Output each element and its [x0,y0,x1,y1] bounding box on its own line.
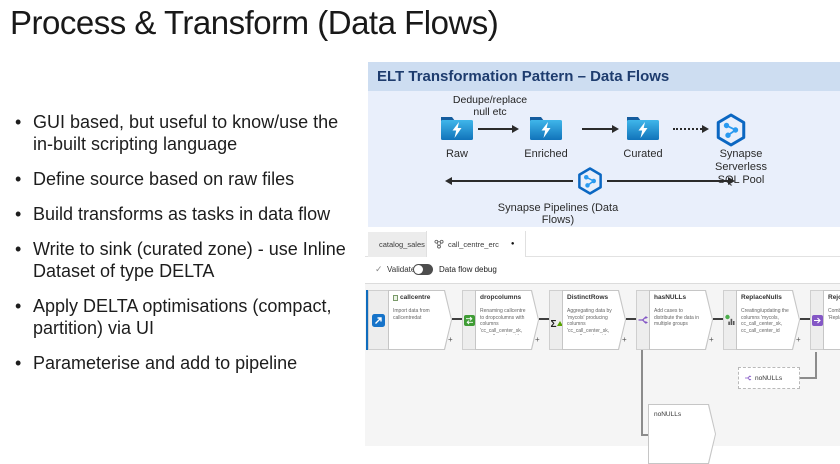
node-description: Import data from callcentredat [393,308,430,321]
node-accent-bar [366,290,368,350]
branch-connector [641,434,650,436]
node-title: dropcolumns [480,294,522,301]
tab-label: catalog_sales [379,240,425,249]
arrow-enriched-to-curated [582,128,612,130]
pipelines-arrow-left [451,180,573,182]
bullet-item: Build transforms as tasks in data flow [12,204,360,226]
check-icon: ✓ [375,264,383,274]
node-connector [800,318,810,320]
tab-call-centre-erc[interactable]: call_centre_erc ● [426,231,526,257]
node-description: Creating/updating the columns 'mycols, c… [741,308,789,334]
elt-diagram-panel: ELT Transformation Pattern – Data Flows … [368,62,840,227]
folder-lightning-icon [530,117,562,140]
node-title: noNULLs [654,411,682,418]
dedupe-note: Dedupe/replace null etc [452,94,528,119]
add-transform-button[interactable]: + [622,335,627,344]
dataflow-node-nonulls-branch[interactable]: noNULLs [648,404,716,464]
reference-node-nonulls[interactable]: noNULLs [738,367,800,389]
tab-label: call_centre_erc [448,239,499,249]
pipelines-arrow-right [607,180,729,182]
folder-lightning-icon [441,117,473,140]
node-title: hasNULLs [654,294,687,301]
node-description: Renaming callcentre to dropcolumns with … [480,308,526,335]
join-icon [810,290,823,350]
data-flow-debug-toggle[interactable] [413,264,433,275]
node-title: DistinctRows [567,294,609,301]
arrowhead [612,125,619,133]
ref-connector [815,352,817,379]
add-transform-button[interactable]: + [709,335,714,344]
elt-diagram-title: ELT Transformation Pattern – Data Flows [368,62,840,91]
arrow-raw-to-enriched [478,128,512,130]
bullet-item: Define source based on raw files [12,169,360,191]
node-description: Combining transforms 'ReplaceNulls, Look… [828,308,840,321]
node-connector [452,318,462,320]
dotted-arrow-curated-to-synapse [673,128,702,130]
validate-button[interactable]: Validate [387,265,416,274]
arrowhead [728,177,735,185]
stage-label-curated: Curated [623,148,663,160]
add-transform-button[interactable]: + [535,335,540,344]
synapse-icon [578,167,602,195]
bullet-item: Apply DELTA optimisations (compact, part… [12,296,360,340]
synapse-icon [716,113,746,147]
folder-lightning-icon [627,117,659,140]
node-title: ReplaceNulls [741,294,782,301]
arrowhead [445,177,452,185]
bullet-item: Parameterise and add to pipeline [12,353,360,375]
dataflow-node-dropcolumns[interactable]: dropcolumns Renaming callcentre to dropc… [462,290,539,350]
derived-column-icon [723,290,736,350]
arrowhead [512,125,519,133]
source-icon [368,290,388,350]
add-transform-button[interactable]: + [448,335,453,344]
node-connector [713,318,723,320]
dataset-icon [393,294,398,301]
dataflow-node-callcentre[interactable]: callcentre Import data from callcentreda… [366,290,452,350]
node-title: noNULLs [755,374,783,382]
data-flow-debug-label: Data flow debug [439,265,497,274]
dataflow-node-replacenulls[interactable]: ReplaceNulls Creating/updating the colum… [723,290,800,350]
conditional-split-icon [745,375,752,381]
add-transform-button[interactable]: + [796,335,801,344]
select-icon [462,290,475,350]
pipelines-label: Synapse Pipelines (Data Flows) [497,202,619,226]
node-description: Add cases to distribute the data in mult… [654,308,700,327]
node-description: Aggregating data by 'mycols' producing c… [567,308,612,335]
node-title: Rejoin [828,294,840,301]
branch-connector [641,350,643,436]
dataflow-node-hasnulls[interactable]: hasNULLs Add cases to distribute the dat… [636,290,713,350]
dataflow-node-rejoin[interactable]: Rejoin Combining transforms 'ReplaceNull… [810,290,840,350]
ref-connector [800,377,817,379]
bullet-item: GUI based, but useful to know/use the in… [12,112,360,156]
dataflow-icon [434,239,444,249]
stage-label-raw: Raw [445,148,468,160]
aggregate-icon: Σ [549,290,563,350]
tab-catalog-sales[interactable]: catalog_sales [368,232,426,257]
conditional-split-icon [636,290,649,350]
node-connector [626,318,636,320]
stage-label-enriched: Enriched [524,148,568,160]
bullet-list: GUI based, but useful to know/use the in… [12,112,360,388]
dataflow-node-distinctrows[interactable]: Σ DistinctRows Aggregating data by 'myco… [549,290,626,350]
node-title: callcentre [400,294,431,301]
page-title: Process & Transform (Data Flows) [10,4,499,41]
node-connector [539,318,549,320]
tab-strip: catalog_sales call_centre_erc ● [365,231,840,257]
dataflow-toolbar: ✓ Validate Data flow debug [365,257,840,283]
arrowhead [702,125,709,133]
unsaved-dot-icon: ● [510,241,515,247]
bullet-item: Write to sink (curated zone) - use Inlin… [12,239,360,283]
toggle-knob [414,265,423,274]
